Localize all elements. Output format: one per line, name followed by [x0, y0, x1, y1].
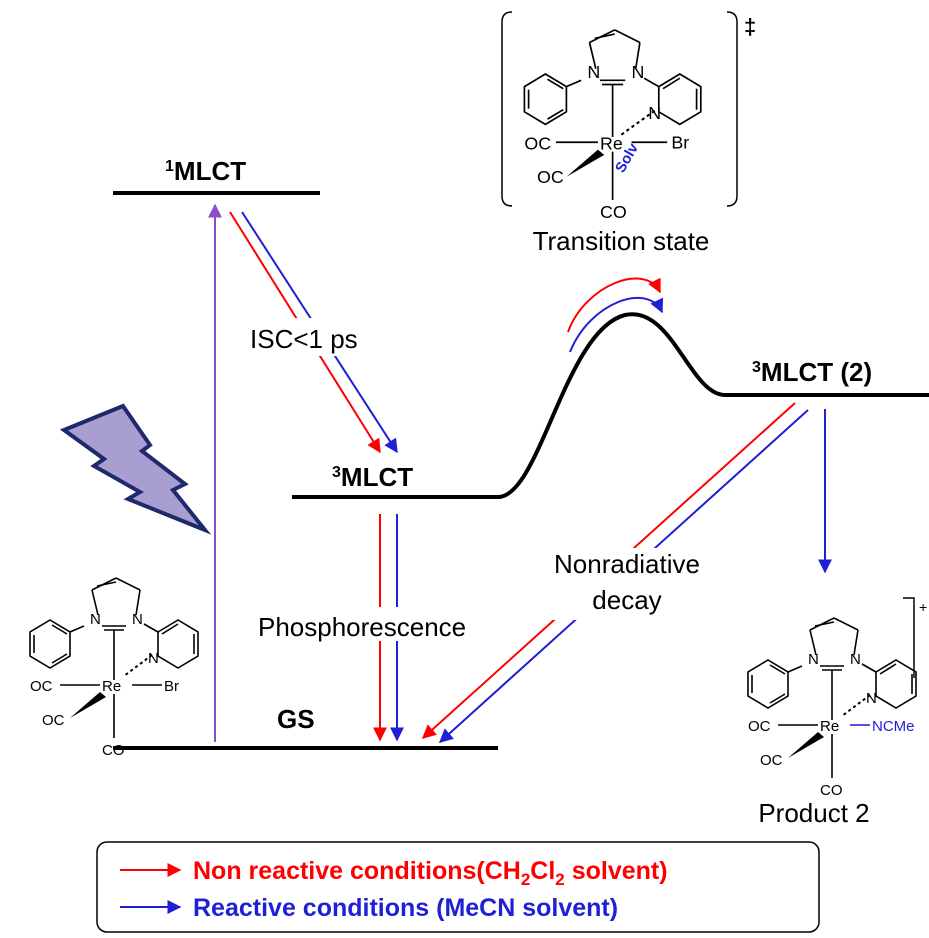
- svg-text:OC: OC: [524, 134, 551, 154]
- svg-text:Br: Br: [164, 678, 179, 695]
- svg-text:N: N: [587, 62, 600, 82]
- svg-text:Re: Re: [820, 718, 839, 735]
- barrier-arrow-red: [567, 277, 661, 333]
- svg-text:N: N: [148, 650, 159, 667]
- product-bracket: [903, 597, 915, 678]
- ts-dashed-bond: [620, 109, 656, 136]
- svg-text:NCMe: NCMe: [872, 718, 915, 735]
- svg-text:Br: Br: [671, 133, 689, 153]
- nonradiative-label-line2: decay: [592, 585, 661, 615]
- barrier-arrow-blue: [569, 296, 663, 353]
- product-charge: +: [919, 599, 927, 615]
- product-caption: Product 2: [758, 798, 869, 828]
- svg-text:N: N: [850, 651, 861, 668]
- ground-state-complex: N N N Re Br OC OC CO: [29, 577, 199, 759]
- phosphorescence-label: Phosphorescence: [258, 612, 466, 642]
- legend-red-label: Non reactive conditions(CH2Cl2 solvent): [193, 857, 668, 889]
- ts-bracket-left: [501, 11, 513, 207]
- svg-text:N: N: [648, 103, 661, 123]
- gs-level-label: GS: [277, 704, 315, 734]
- svg-text:OC: OC: [748, 718, 771, 735]
- transition-state-complex: N N N Re Br OC OC CO Solv: [523, 29, 702, 222]
- lightning-icon: [59, 403, 212, 535]
- product-complex: N N N Re NCMe OC OC CO: [747, 617, 917, 799]
- nonradiative-label-line1: Nonradiative: [554, 549, 700, 579]
- svg-text:CO: CO: [820, 782, 843, 799]
- legend-blue-label: Reactive conditions (MeCN solvent): [193, 894, 618, 922]
- svg-text:N: N: [90, 611, 101, 628]
- ts-bracket-right: [726, 11, 738, 207]
- isc-label: ISC<1 ps: [250, 324, 358, 354]
- svg-text:OC: OC: [42, 712, 65, 729]
- t2-level-label: 3MLCT (2): [752, 357, 872, 387]
- t1-barrier-curve: [292, 312, 929, 499]
- ts-double-dagger: ‡: [744, 14, 756, 39]
- s1-level-label: 1MLCT: [165, 156, 246, 186]
- svg-text:CO: CO: [102, 742, 125, 759]
- svg-text:N: N: [132, 611, 143, 628]
- legend-box: [96, 841, 820, 933]
- svg-text:CO: CO: [600, 202, 627, 222]
- svg-text:OC: OC: [760, 752, 783, 769]
- svg-text:N: N: [866, 690, 877, 707]
- transition-state-caption: Transition state: [533, 226, 710, 256]
- svg-text:Re: Re: [600, 134, 623, 154]
- svg-text:N: N: [632, 62, 645, 82]
- svg-text:N: N: [808, 651, 819, 668]
- svg-text:OC: OC: [30, 678, 53, 695]
- svg-text:Re: Re: [102, 678, 121, 695]
- t1-level-label: 3MLCT: [332, 462, 413, 492]
- svg-text:OC: OC: [537, 167, 564, 187]
